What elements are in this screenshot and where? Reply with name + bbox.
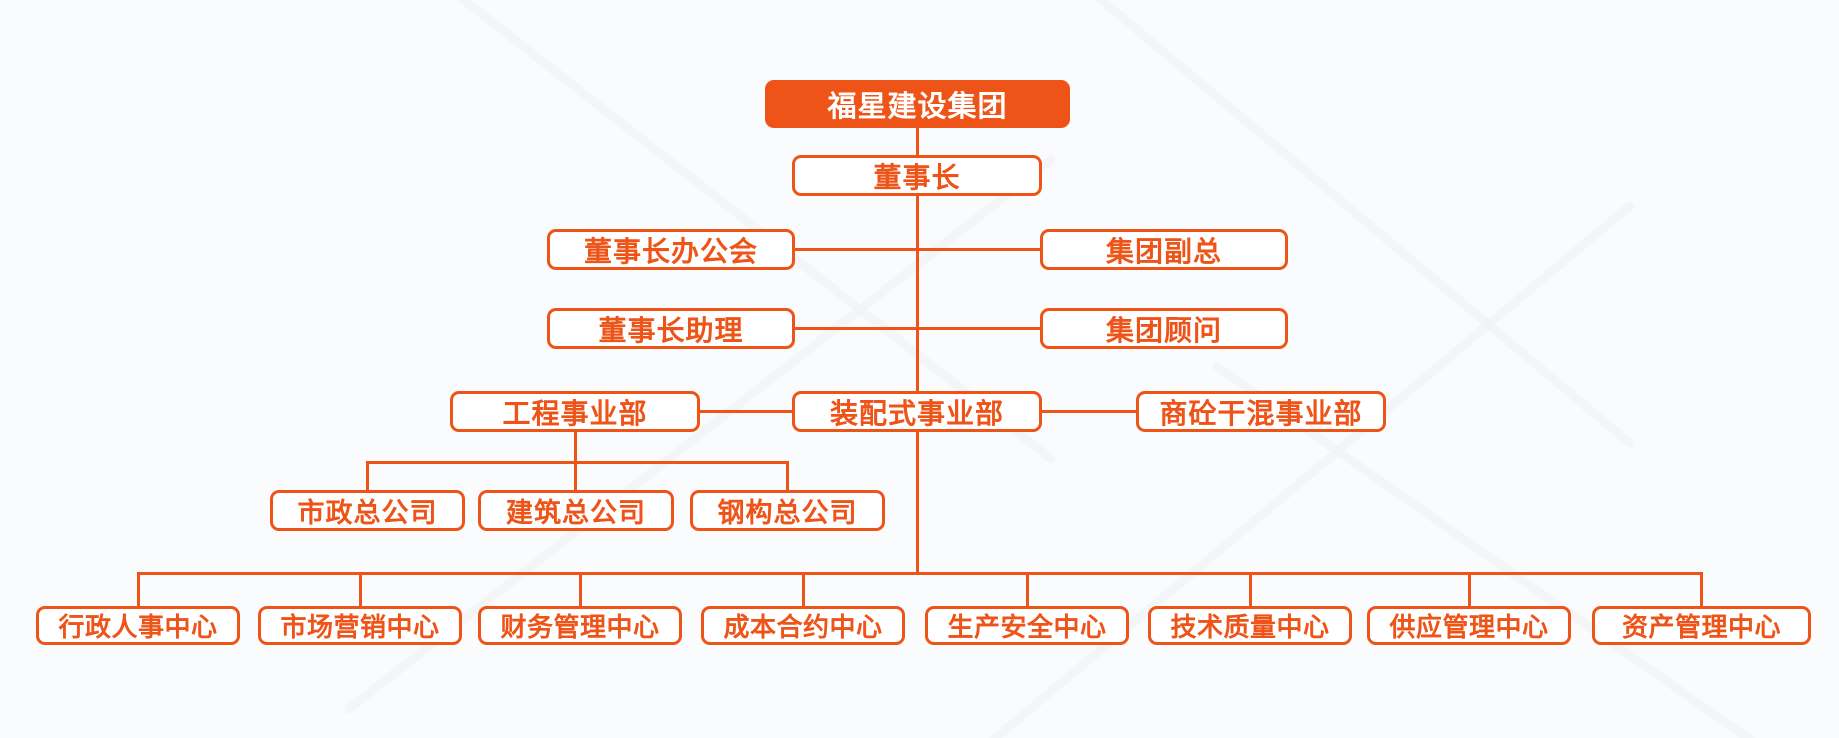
org-node-label: 钢构总公司 [717,498,858,529]
org-node-center-production-safety[interactable]: 生产安全中心 [925,606,1129,645]
org-node-center-cost-contract[interactable]: 成本合约中心 [701,606,905,645]
connector-company-drop [366,461,369,492]
org-node-label: 行政人事中心 [58,613,218,643]
org-node-center-supply[interactable]: 供应管理中心 [1367,606,1571,645]
org-node-construction-company[interactable]: 建筑总公司 [478,490,674,531]
org-node-municipal-company[interactable]: 市政总公司 [270,490,465,531]
org-node-center-asset[interactable]: 资产管理中心 [1592,606,1811,645]
connector-center-drop [802,572,805,607]
org-node-label: 集团副总 [1105,234,1222,268]
org-node-label: 成本合约中心 [723,613,883,643]
org-node-engineering-division[interactable]: 工程事业部 [450,391,700,432]
org-node-label: 集团顾问 [1105,313,1222,347]
background-watermark [864,0,1636,450]
org-node-prefab-division[interactable]: 装配式事业部 [792,391,1042,432]
connector-staff-row2 [795,327,1041,330]
org-node-label: 市政总公司 [297,498,438,529]
org-node-label: 福星建设集团 [827,89,1008,123]
connector-center-drop [1249,572,1252,607]
connector-engineering-drop [574,431,577,463]
connector-center-drop [137,572,140,607]
org-node-label: 市场营销中心 [280,613,440,643]
org-node-center-tech-quality[interactable]: 技术质量中心 [1148,606,1352,645]
connector-center-drop [1468,572,1471,607]
connector-staff-row1 [795,248,1041,251]
connector-companies-bar [366,461,788,464]
org-node-chairman[interactable]: 董事长 [792,155,1042,196]
org-node-group-advisor[interactable]: 集团顾问 [1040,308,1288,349]
org-node-chairman-office[interactable]: 董事长办公会 [547,229,795,270]
org-node-concrete-drymix-division[interactable]: 商砼干混事业部 [1136,391,1386,432]
connector-centers-bar [137,572,1703,575]
background-watermark [864,199,1636,738]
connector-company-drop [786,461,789,492]
connector-center-drop [1026,572,1029,607]
org-node-label: 生产安全中心 [947,613,1107,643]
connector-company-drop [574,461,577,492]
org-node-center-admin-hr[interactable]: 行政人事中心 [36,606,240,645]
org-node-center-marketing[interactable]: 市场营销中心 [258,606,462,645]
connector-division-right [1041,410,1137,413]
org-node-label: 资产管理中心 [1621,613,1781,643]
connector-division-left [699,410,793,413]
org-node-group-vice-president[interactable]: 集团副总 [1040,229,1288,270]
connector-trunk-lower [916,431,919,575]
org-node-center-finance[interactable]: 财务管理中心 [478,606,682,645]
org-node-chairman-assistant[interactable]: 董事长助理 [547,308,795,349]
org-node-label: 董事长 [873,160,961,194]
connector-trunk-upper [916,194,919,394]
org-node-label: 建筑总公司 [506,498,646,529]
connector-center-drop [359,572,362,607]
org-node-label: 董事长办公会 [583,234,758,268]
org-node-group-root[interactable]: 福星建设集团 [765,80,1070,128]
org-node-label: 装配式事业部 [829,396,1004,430]
org-node-label: 商砼干混事业部 [1159,396,1363,430]
org-node-label: 技术质量中心 [1170,613,1330,643]
connector-center-drop [1700,572,1703,607]
connector-center-drop [579,572,582,607]
org-node-steel-structure-company[interactable]: 钢构总公司 [690,490,885,531]
org-node-label: 工程事业部 [502,396,648,430]
org-node-label: 供应管理中心 [1389,613,1549,643]
org-node-label: 董事长助理 [598,313,744,347]
org-node-label: 财务管理中心 [500,613,660,643]
connector-root-chairman [916,126,919,156]
